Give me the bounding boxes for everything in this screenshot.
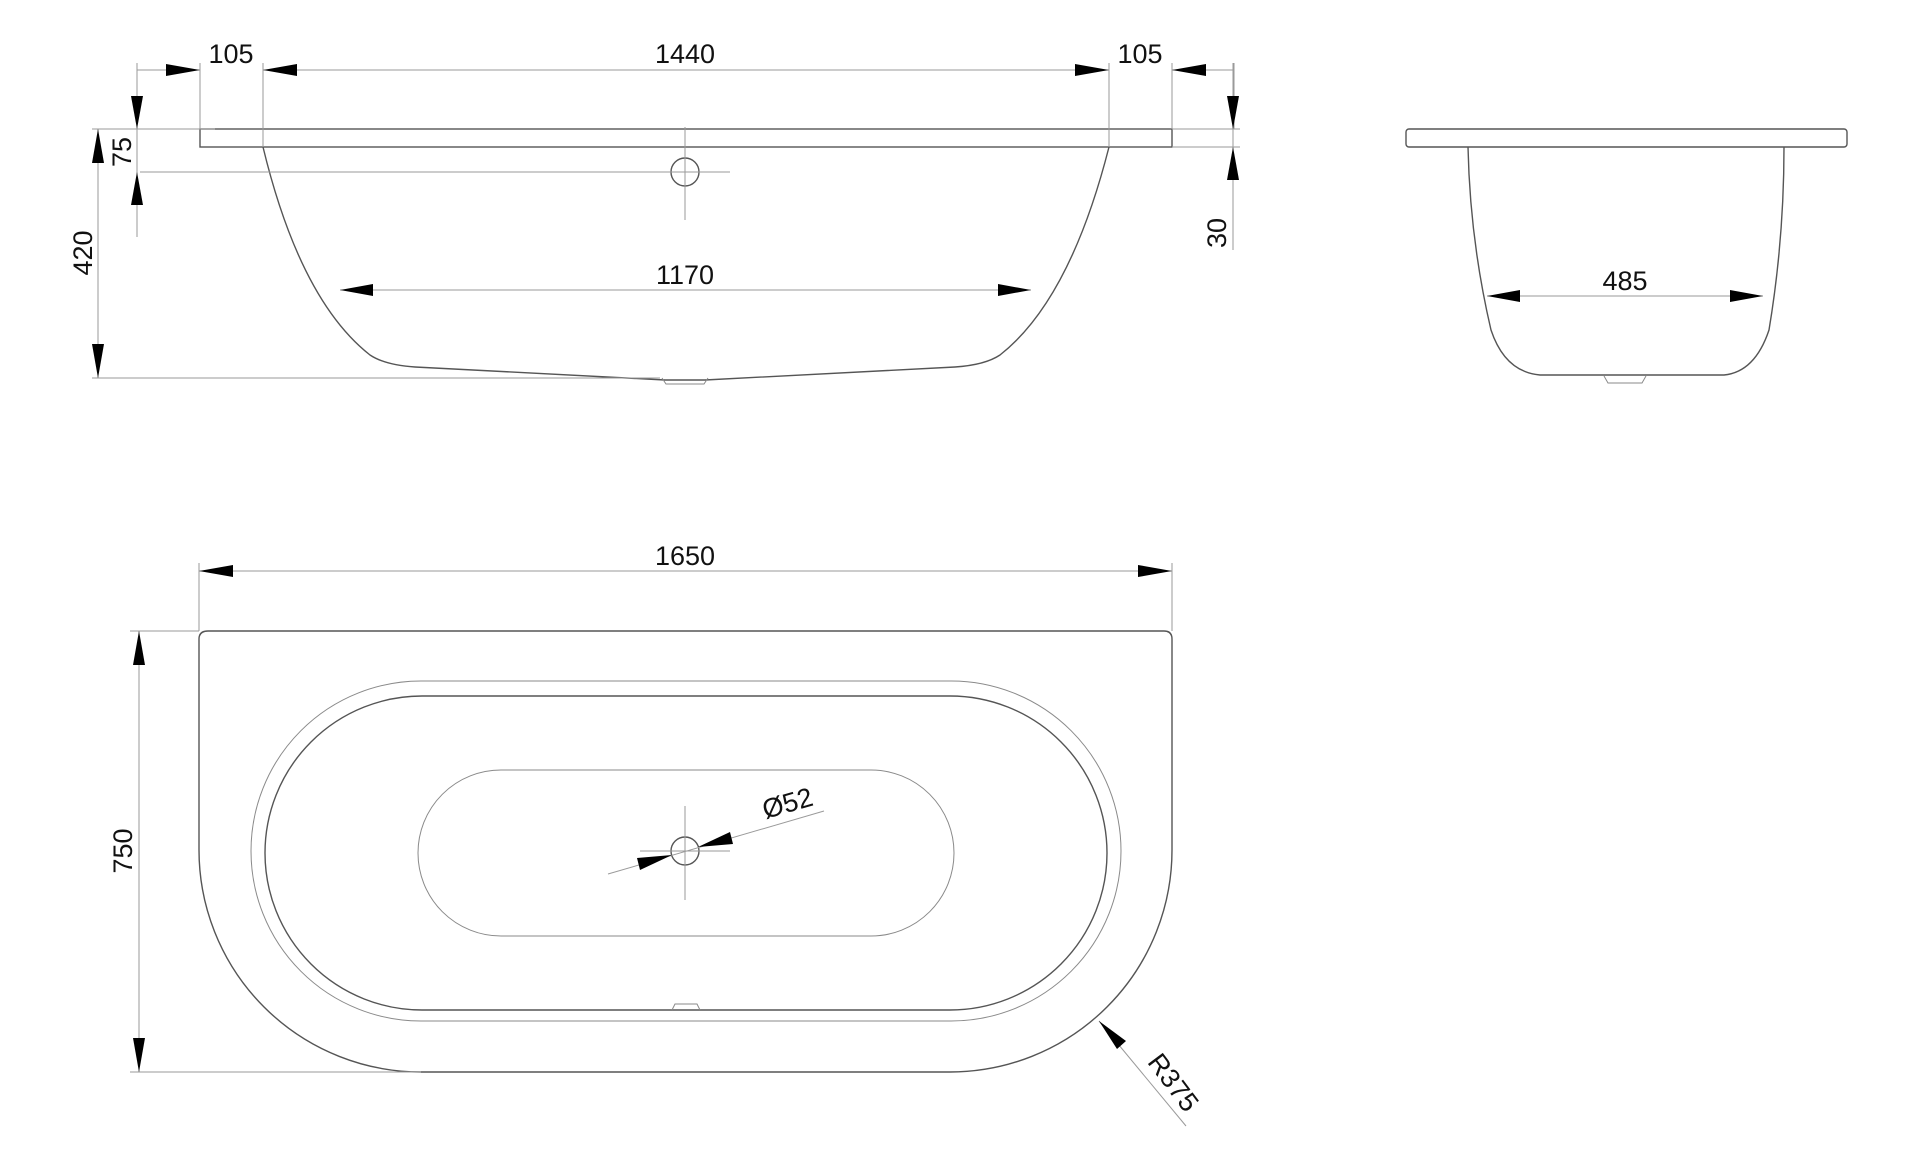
top-view-rim-outer — [250, 680, 1122, 1022]
dim-label: Ø52 — [759, 782, 816, 825]
dim-label: 1650 — [655, 541, 715, 571]
side-view-drain-foot — [661, 377, 709, 385]
end-view-rim — [1405, 128, 1848, 148]
arrow-head — [1227, 147, 1239, 180]
side-view-rim — [199, 128, 1173, 148]
dim-top-total-width: 750 — [108, 630, 421, 1073]
top-view-drain — [640, 806, 730, 900]
arrow-head — [133, 631, 145, 665]
arrow-head — [1730, 290, 1763, 302]
dim-label: 105 — [1117, 39, 1162, 69]
end-view-basin — [1467, 146, 1785, 376]
dim-label: 75 — [107, 137, 137, 167]
dim-label: 1170 — [656, 260, 714, 290]
end-view — [1405, 128, 1848, 384]
dim-corner-radius: R375 — [1098, 1020, 1205, 1127]
arrow-head — [998, 284, 1031, 296]
arrow-head — [1075, 64, 1109, 76]
arrow-head — [1172, 64, 1206, 76]
dim-side-bottom-length: 1170 — [340, 260, 1031, 296]
dim-drain-diameter: Ø52 — [607, 782, 825, 875]
arrow-head — [263, 64, 297, 76]
arrow-head — [1138, 565, 1172, 577]
arrow-head — [92, 344, 104, 378]
arrow-head — [698, 832, 733, 847]
dim-side-rim-right: 105 — [1117, 39, 1235, 129]
top-view-floor — [417, 769, 955, 937]
dim-label: 30 — [1202, 218, 1232, 248]
dim-side-total-height: 420 — [68, 128, 660, 379]
arrow-head — [199, 565, 233, 577]
arrow-head — [131, 96, 143, 129]
end-view-drain-foot — [1603, 375, 1647, 384]
arrow-head — [131, 172, 143, 205]
side-view-overflow — [640, 127, 730, 220]
arrow-head — [1487, 290, 1520, 302]
arrow-head — [340, 284, 373, 296]
top-view — [198, 630, 1173, 1073]
dim-side-inner-length: 1440 — [262, 39, 1110, 147]
dim-label: 1440 — [655, 39, 715, 69]
arrow-head — [1099, 1021, 1126, 1049]
dim-side-rim-left: 105 — [136, 39, 254, 129]
dim-label: 420 — [68, 230, 98, 275]
arrow-head — [133, 1038, 145, 1072]
arrow-head — [1227, 96, 1239, 129]
dim-side-rim-thickness: 30 — [1172, 63, 1240, 250]
dim-end-bottom-width: 485 — [1487, 266, 1763, 302]
top-view-outline — [198, 630, 1173, 1073]
dim-label: R375 — [1142, 1048, 1205, 1118]
side-view — [140, 127, 1173, 385]
dim-label: 750 — [108, 828, 138, 873]
top-view-basin — [264, 695, 1108, 1011]
side-view-basin — [262, 146, 1110, 381]
arrow-head — [166, 64, 200, 76]
dim-side-rim-height: 75 — [107, 63, 215, 237]
arrow-head — [637, 855, 672, 870]
dim-top-total-length: 1650 — [198, 541, 1173, 631]
top-view-overflow — [671, 1003, 701, 1011]
dim-label: 105 — [208, 39, 253, 69]
arrow-head — [92, 129, 104, 163]
dim-label: 485 — [1602, 266, 1647, 296]
